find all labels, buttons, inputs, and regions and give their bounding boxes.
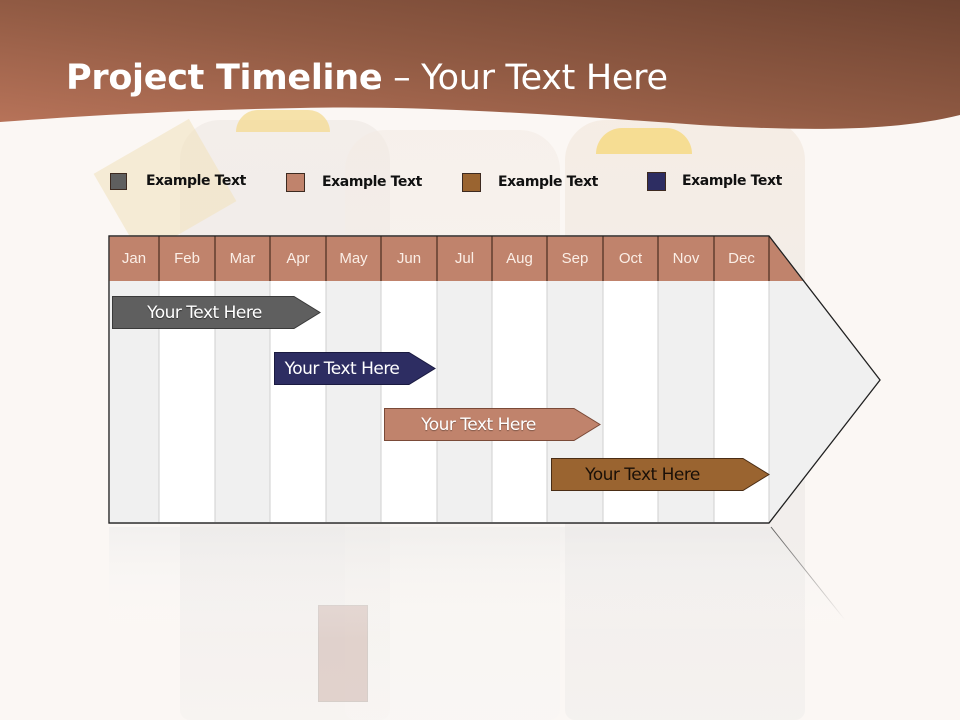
legend-swatch [110, 172, 127, 190]
task-bar-4[interactable]: Your Text Here [551, 458, 770, 491]
legend-item-1: Example Text [110, 171, 246, 191]
month-apr: Apr [286, 250, 310, 267]
month-nov: Nov [672, 250, 700, 267]
legend-label: Example Text [322, 174, 422, 190]
legend-item-2: Example Text [286, 172, 422, 192]
task-label: Your Text Here [147, 302, 262, 323]
month-dec: Dec [728, 250, 755, 267]
title-subtitle: – Your Text Here [382, 58, 668, 98]
page-title: Project Timeline – Your Text Here [66, 58, 668, 98]
month-may: May [339, 250, 368, 267]
legend-item-4: Example Text [647, 171, 782, 191]
legend-item-3: Example Text [462, 172, 598, 192]
task-label: Your Text Here [284, 358, 400, 379]
task-bar-3[interactable]: Your Text Here [384, 408, 601, 441]
legend-label: Example Text [498, 174, 598, 190]
task-bar-2[interactable]: Your Text Here [274, 352, 436, 385]
title-bold: Project Timeline [66, 58, 383, 98]
month-sep: Sep [561, 250, 589, 267]
legend-swatch [647, 171, 666, 191]
task-label: Your Text Here [421, 414, 536, 435]
header-band [0, 0, 960, 129]
month-aug: Aug [506, 250, 533, 267]
task-label: Your Text Here [585, 464, 700, 485]
legend-label: Example Text [682, 173, 782, 189]
legend-label: Example Text [146, 173, 246, 189]
month-jan: Jan [121, 250, 147, 267]
month-oct: Oct [618, 250, 643, 267]
legend-swatch [286, 172, 305, 192]
legend-swatch [462, 172, 481, 192]
task-bar-1[interactable]: Your Text Here [112, 296, 321, 329]
month-jun: Jun [396, 250, 422, 267]
month-mar: Mar [229, 250, 256, 267]
month-jul: Jul [454, 250, 475, 267]
month-feb: Feb [174, 250, 200, 267]
